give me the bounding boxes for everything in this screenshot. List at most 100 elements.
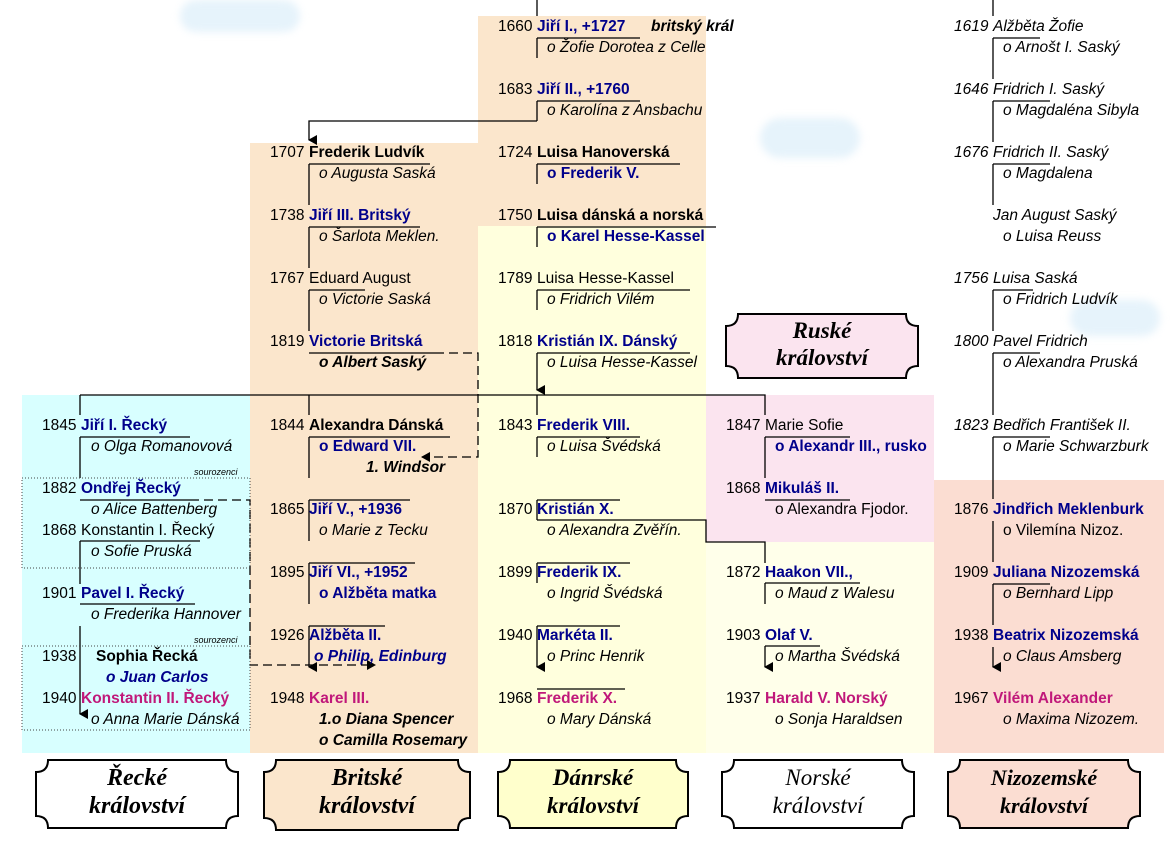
norway-panel <box>706 542 934 753</box>
norway-year: 1872 <box>726 564 761 581</box>
dutch-person-rest: František II. <box>1045 417 1131 434</box>
danish-year: 1899 <box>498 564 533 581</box>
norway-year: 1903 <box>726 627 761 644</box>
dutch-year: 1876 <box>954 501 989 518</box>
danish-spouse: o Luisa Hesse-Kassel <box>547 354 697 371</box>
british-person: Frederik Ludvík <box>309 144 425 161</box>
dutch-year: 1909 <box>954 564 989 581</box>
british-person: Eduard August <box>309 270 411 288</box>
dutch-year: 1800 <box>954 333 989 350</box>
greek-person: Sophia Řecká <box>96 648 198 665</box>
danish-spouse: o Alexandra Zvěřín. <box>547 522 682 539</box>
danish-spouse: o Karolína z Ansbachu <box>547 102 703 119</box>
dutch-person: Alžběta Žofie <box>993 18 1083 36</box>
danish-spouse: o Fridrich Vilém <box>547 291 655 308</box>
british-spouse: o Victorie Saská <box>319 291 431 308</box>
british-person-first: Eduard <box>309 270 359 287</box>
danish-year: 1968 <box>498 690 533 707</box>
danish-person: Frederik X. <box>537 690 618 707</box>
norway-pink-panel <box>706 395 934 542</box>
danish-spouse: o Žofie Dorotea z Celle <box>547 39 706 56</box>
british-spouse: o Edward VII. <box>319 438 417 455</box>
danish-year: 1683 <box>498 81 533 98</box>
british-year: 1844 <box>270 417 305 434</box>
cloud-right <box>1070 300 1160 336</box>
dutch-panel <box>934 480 1164 753</box>
dutch-person-first: Alžběta <box>993 18 1045 35</box>
norway-year: 1847 <box>726 417 761 434</box>
norway-spouse: o Alexandr III., rusko <box>775 438 927 455</box>
greek-person: Ondřej Řecký <box>81 480 181 497</box>
dutch-spouse: o Marie Schwarzburk <box>1003 438 1149 455</box>
dutch-person: Bedřich František II. <box>993 417 1131 435</box>
danish-spouse: o Luisa Švédská <box>547 438 661 455</box>
greek-spouse: o Alice Battenberg <box>91 501 218 518</box>
dutch-person-rest: Fridrich <box>1031 333 1088 350</box>
norway-spouse: o Sonja Haraldsen <box>775 711 903 728</box>
british-person: Jiří V., +1936 <box>309 501 402 518</box>
british-year: 1865 <box>270 501 305 518</box>
norway-person: Marie Sofie <box>765 417 844 434</box>
kingdom-label-british-text: Britské království <box>319 765 415 819</box>
dutch-person: Vilém Alexander <box>993 690 1113 707</box>
british-spouse: o Philip, Edinburg <box>314 648 447 665</box>
dutch-person: Jindřich Meklenburk <box>993 501 1144 518</box>
dutch-year: 1676 <box>954 144 989 161</box>
danish-spouse: o Mary Dánská <box>547 711 652 728</box>
cloud-mid <box>760 118 860 158</box>
british-year: 1707 <box>270 144 305 161</box>
kingdom-label-greek-text: Řecké království <box>89 765 185 819</box>
british-year: 1767 <box>270 270 305 287</box>
kingdom-label-dutch-text: Nizozemské království <box>990 765 1098 818</box>
cloud-top <box>180 0 300 32</box>
dutch-spouse: o Claus Amsberg <box>1003 648 1122 665</box>
danish-year: 1724 <box>498 144 533 161</box>
greek-year: 1845 <box>42 417 77 434</box>
dutch-spouse: o Maxima Nizozem. <box>1003 711 1140 728</box>
danish-person: Frederik VIII. <box>537 417 631 434</box>
greek-spouse: o Olga Romanovová <box>91 438 233 455</box>
dutch-person-first: Fridrich <box>993 81 1045 98</box>
dutch-person-first: Pavel <box>993 333 1032 350</box>
british-panel <box>250 143 478 753</box>
greek-person: Pavel I. Řecký <box>81 585 185 602</box>
british-year: 1819 <box>270 333 305 350</box>
dutch-spouse: o Vilemína Nizoz. <box>1003 522 1124 539</box>
greek-year: 1940 <box>42 690 77 707</box>
norway-person: Olaf V. <box>765 627 813 644</box>
norway-spouse: o Martha Švédská <box>775 648 900 665</box>
danish-year: 1750 <box>498 207 533 224</box>
kingdom-label-danish: Dánrské království <box>496 758 690 830</box>
danish-spouse: o Princ Henrik <box>547 648 645 665</box>
danish-person: Frederik IX. <box>537 564 622 581</box>
danish-spouse: o Karel Hesse-Kassel <box>547 228 705 245</box>
dutch-spouse: o Magdaléna Sibyla <box>1003 102 1140 119</box>
danish-panel <box>478 226 706 753</box>
dutch-year: 1756 <box>954 270 989 287</box>
norway-spouse: o Maud z Walesu <box>775 585 895 602</box>
danish-person: Jiří I., +1727 <box>537 18 626 35</box>
dutch-person-rest: II. Saský <box>1044 144 1109 161</box>
norway-year: 1868 <box>726 480 761 497</box>
kingdom-label-british: Britské království <box>262 758 472 832</box>
greek-spouse: o Juan Carlos <box>106 669 209 686</box>
british-spouse: o Marie z Tecku <box>319 522 428 539</box>
dutch-person: Pavel Fridrich <box>993 333 1088 351</box>
british-spouse: o Augusta Saská <box>319 165 436 182</box>
dutch-person-first: Bedřich <box>993 417 1046 434</box>
kingdom-label-dutch: Nizozemské království <box>946 758 1142 830</box>
greek-year: 1938 <box>42 648 77 665</box>
danish-year: 1843 <box>498 417 533 434</box>
danish-person: Luisa Hesse-Kassel <box>537 270 674 287</box>
british-year: 1738 <box>270 207 305 224</box>
danish-person: Luisa Hanoverská <box>537 144 670 161</box>
british-person: Victorie Britská <box>309 333 423 350</box>
british-year: 1948 <box>270 690 305 707</box>
british-spouse: o Albert Saský <box>319 354 427 371</box>
greek-year: 1882 <box>42 480 77 497</box>
dutch-year: 1967 <box>954 690 989 707</box>
dutch-spouse: o Bernhard Lipp <box>1003 585 1114 602</box>
kingdom-label-russian: Ruské království <box>724 312 920 380</box>
british-person-rest: August <box>358 270 411 287</box>
